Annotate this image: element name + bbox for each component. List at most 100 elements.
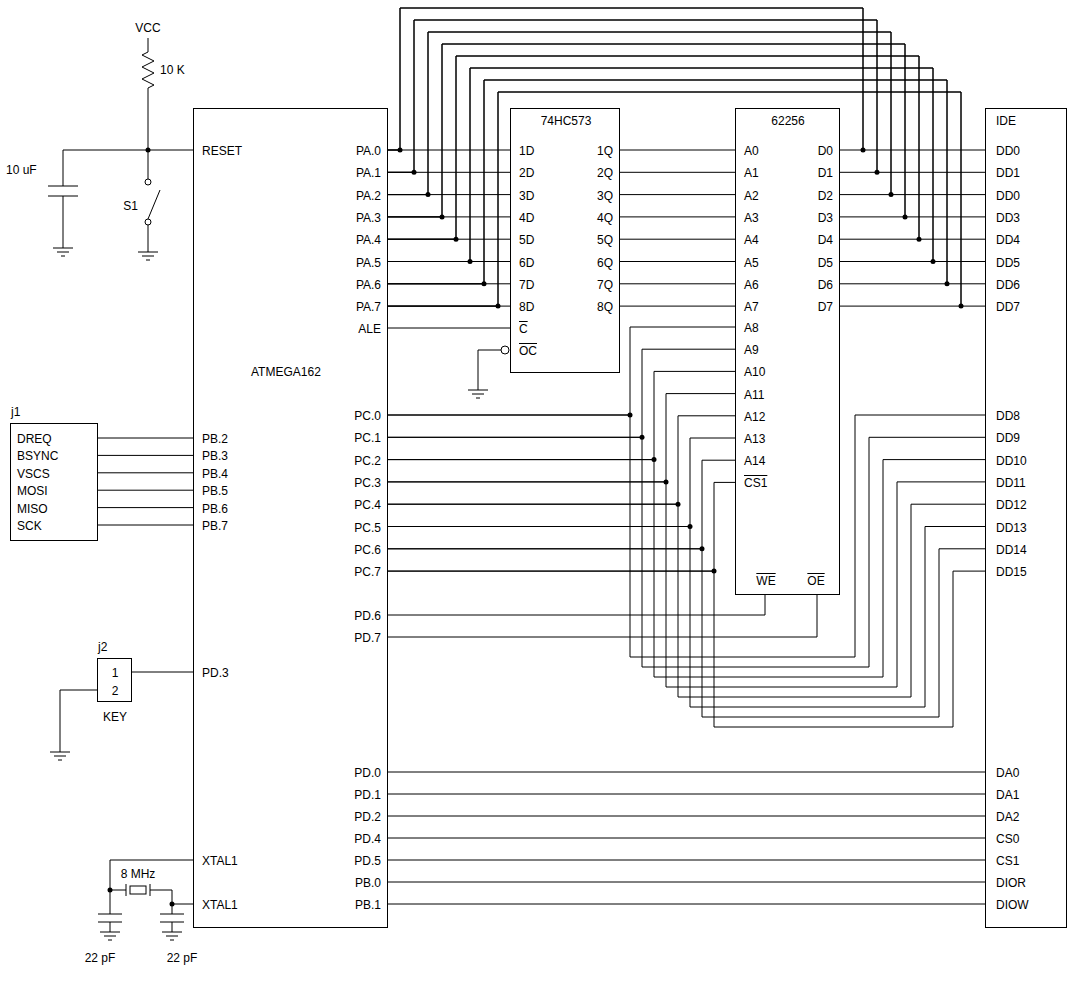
- pin-label: PA.3: [356, 212, 381, 224]
- pin-label: PA.0: [356, 145, 381, 157]
- pin-label: DD3: [996, 212, 1020, 224]
- pin-label: A10: [744, 366, 765, 378]
- wire: [388, 595, 765, 615]
- oc-wire: [478, 350, 501, 390]
- pin-label: PA.7: [356, 301, 381, 313]
- pin-label: 1Q: [597, 145, 613, 157]
- pin-label: C: [519, 323, 528, 335]
- pin-label: DIOR: [996, 877, 1026, 889]
- pin-label: DREQ: [17, 433, 52, 445]
- pin-label: PC.0: [354, 410, 381, 422]
- pin-label: DD7: [996, 301, 1020, 313]
- wire: [388, 504, 985, 697]
- pin-label: 6Q: [597, 257, 613, 269]
- switch-contact: [145, 219, 151, 225]
- pin-label: A2: [744, 190, 759, 202]
- pin-label: A0: [744, 145, 759, 157]
- junction-dot: [945, 281, 950, 286]
- junction-dot: [628, 413, 633, 418]
- pin-label: OC: [519, 345, 537, 357]
- crystal-symbol: [126, 884, 150, 896]
- wire: [388, 328, 510, 329]
- pin-label: BSYNC: [17, 450, 58, 462]
- pin-label: DD4: [996, 234, 1020, 246]
- ground-symbol: [468, 390, 488, 398]
- wire: [388, 68, 985, 262]
- wire: [388, 44, 905, 217]
- wire: [388, 816, 985, 817]
- pin-label: 8D: [519, 301, 534, 313]
- pin-label: DD0: [996, 145, 1020, 157]
- pin-label: PB.4: [202, 468, 228, 480]
- pin-label: DD6: [996, 279, 1020, 291]
- pin-label: MISO: [17, 503, 48, 515]
- wire: [388, 92, 985, 306]
- pin-label: KEY: [103, 711, 127, 723]
- junction-dot: [496, 304, 501, 309]
- pin-label: A9: [744, 344, 759, 356]
- wire: [388, 80, 985, 284]
- pin-label: PD.3: [202, 667, 229, 679]
- pin-label: 1: [112, 667, 119, 679]
- pin-label: 3Q: [597, 190, 613, 202]
- junction-dot: [664, 479, 669, 484]
- pin-label: PB.7: [202, 520, 228, 532]
- junction-dot: [875, 170, 880, 175]
- pin-label: VSCS: [17, 468, 50, 480]
- pin-label: A5: [744, 257, 759, 269]
- capacitor-symbol: [48, 186, 78, 196]
- junction-dot: [398, 148, 403, 153]
- pin-label: MOSI: [17, 485, 48, 497]
- pin-label: DD14: [996, 544, 1027, 556]
- pin-label: SCK: [17, 520, 42, 532]
- pin-label: 2D: [519, 167, 534, 179]
- component-value: 10 uF: [6, 164, 37, 176]
- component-value: 10 K: [160, 64, 185, 76]
- pin-label: A4: [744, 234, 759, 246]
- microcontroller-chip: RESETPA.0PA.1PA.2PA.3PA.4PA.5PA.6PA.7ALE…: [193, 108, 388, 928]
- junction-dot: [903, 214, 908, 219]
- pin-label: 6D: [519, 257, 534, 269]
- junction-dot: [676, 502, 681, 507]
- inversion-bubble: [501, 346, 509, 354]
- junction-dot: [412, 170, 417, 175]
- pin-label: 4Q: [597, 212, 613, 224]
- capacitor-symbol: [98, 914, 184, 922]
- component-value: VCC: [135, 22, 160, 34]
- ground-symbol: [138, 252, 158, 260]
- pin-label: PD.4: [354, 833, 381, 845]
- pin-label: 4D: [519, 212, 534, 224]
- crystal-symbol: [130, 886, 146, 894]
- pin-label: PC.6: [354, 544, 381, 556]
- pin-label: D4: [818, 234, 833, 246]
- pin-label: PB.6: [202, 503, 228, 515]
- pin-label: DA2: [996, 811, 1019, 823]
- pin-label: DD13: [996, 522, 1027, 534]
- pin-label: A7: [744, 301, 759, 313]
- pin-label: D2: [818, 190, 833, 202]
- wire: [388, 8, 863, 150]
- pin-label: PA.2: [356, 190, 381, 202]
- wire: [620, 239, 735, 240]
- resistor-symbol: [142, 52, 154, 88]
- wire: [620, 283, 735, 284]
- wire: [620, 150, 735, 151]
- key-header: j212KEY: [97, 658, 132, 702]
- chip-name: RESET: [202, 145, 242, 157]
- junction-dot: [917, 237, 922, 242]
- wire: [388, 20, 985, 172]
- pin-label: 7D: [519, 279, 534, 291]
- pin-label: CS1: [744, 477, 767, 489]
- crystal-wire: [110, 860, 193, 932]
- pin-label: 3D: [519, 190, 534, 202]
- pin-label: ALE: [358, 323, 381, 335]
- sram-chip: 62256A0D0A1D1A2D2A3D3A4D4A5D5A6D6A7D7A8A…: [735, 108, 840, 595]
- pin-label: A12: [744, 411, 765, 423]
- component-value: S1: [123, 200, 138, 212]
- pin-label: D0: [818, 145, 833, 157]
- pin-label: A6: [744, 279, 759, 291]
- pin-label: DD5: [996, 257, 1020, 269]
- wire: [388, 772, 985, 773]
- junction-dot: [931, 259, 936, 264]
- wire: [620, 216, 735, 217]
